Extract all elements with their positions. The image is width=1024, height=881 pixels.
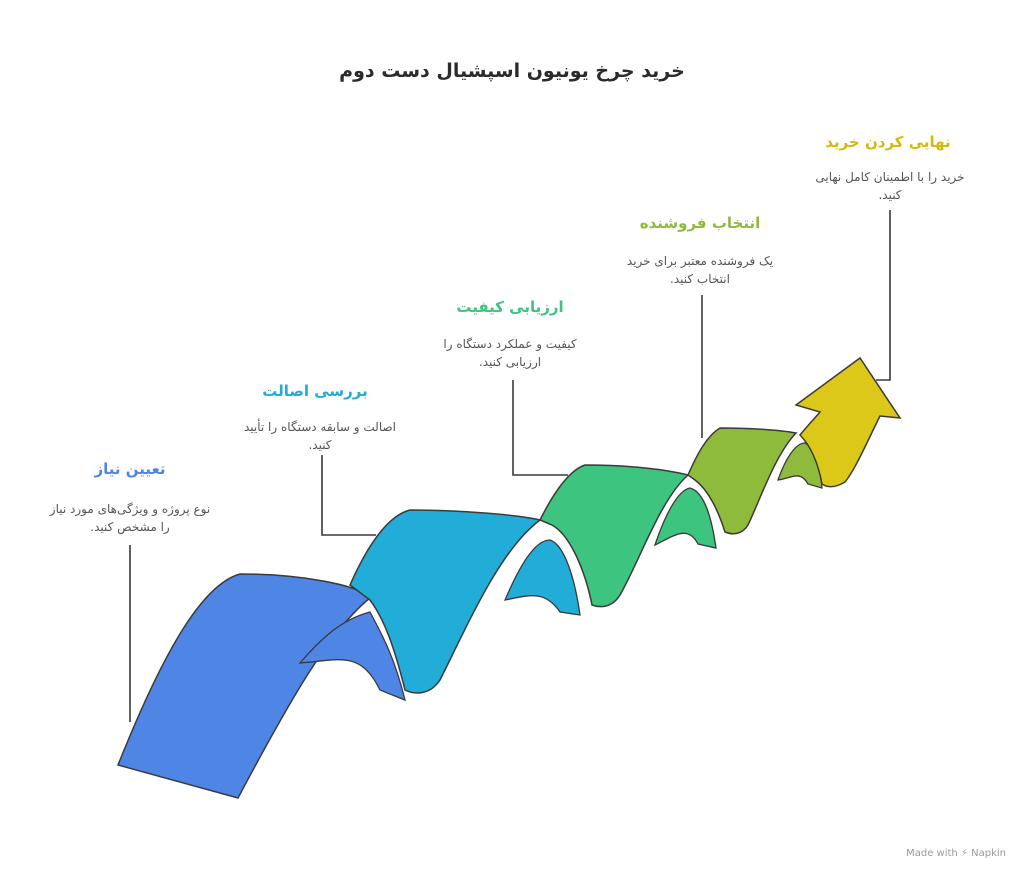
- connector-step-5: [876, 210, 891, 381]
- connector-step-3: [512, 380, 568, 476]
- step-4-title: انتخاب فروشنده: [639, 214, 761, 232]
- step-2-description: اصالت و سابقه دستگاه را تأیید کنید.: [243, 420, 396, 452]
- ribbon-segment-3: [538, 464, 690, 608]
- step-1-description: نوع پروژه و ویژگی‌های مورد نیاز را مشخص …: [49, 502, 211, 534]
- ribbon-segment-4: [687, 427, 798, 535]
- diagram-title: خرید چرخ یونیون اسپشیال دست دوم: [339, 60, 685, 82]
- ribbon-segment-1: [116, 573, 372, 799]
- step-2-title: بررسی اصالت: [262, 382, 368, 400]
- step-5-title: نهایی کردن خرید: [825, 133, 951, 151]
- step-1-title: تعیین نیاز: [94, 460, 166, 478]
- step-3-title: ارزیابی کیفیت: [456, 298, 564, 316]
- ribbon-arrow-head: [794, 356, 902, 488]
- ribbon-fold-1: [298, 611, 406, 702]
- ribbon-fold-3: [653, 487, 717, 549]
- made-with-napkin-footer: Made with ⚡ Napkin: [906, 848, 1006, 859]
- step-5-description: خرید را با اطمینان کامل نهایی کنید.: [815, 170, 965, 202]
- step-4-description: یک فروشنده معتبر برای خرید انتخاب کنید.: [626, 254, 774, 286]
- ribbon-segment-2: [349, 509, 542, 694]
- ribbon-fold-2: [503, 539, 581, 616]
- connector-step-2: [321, 455, 376, 536]
- step-3-description: کیفیت و عملکرد دستگاه را ارزیابی کنید.: [443, 337, 577, 369]
